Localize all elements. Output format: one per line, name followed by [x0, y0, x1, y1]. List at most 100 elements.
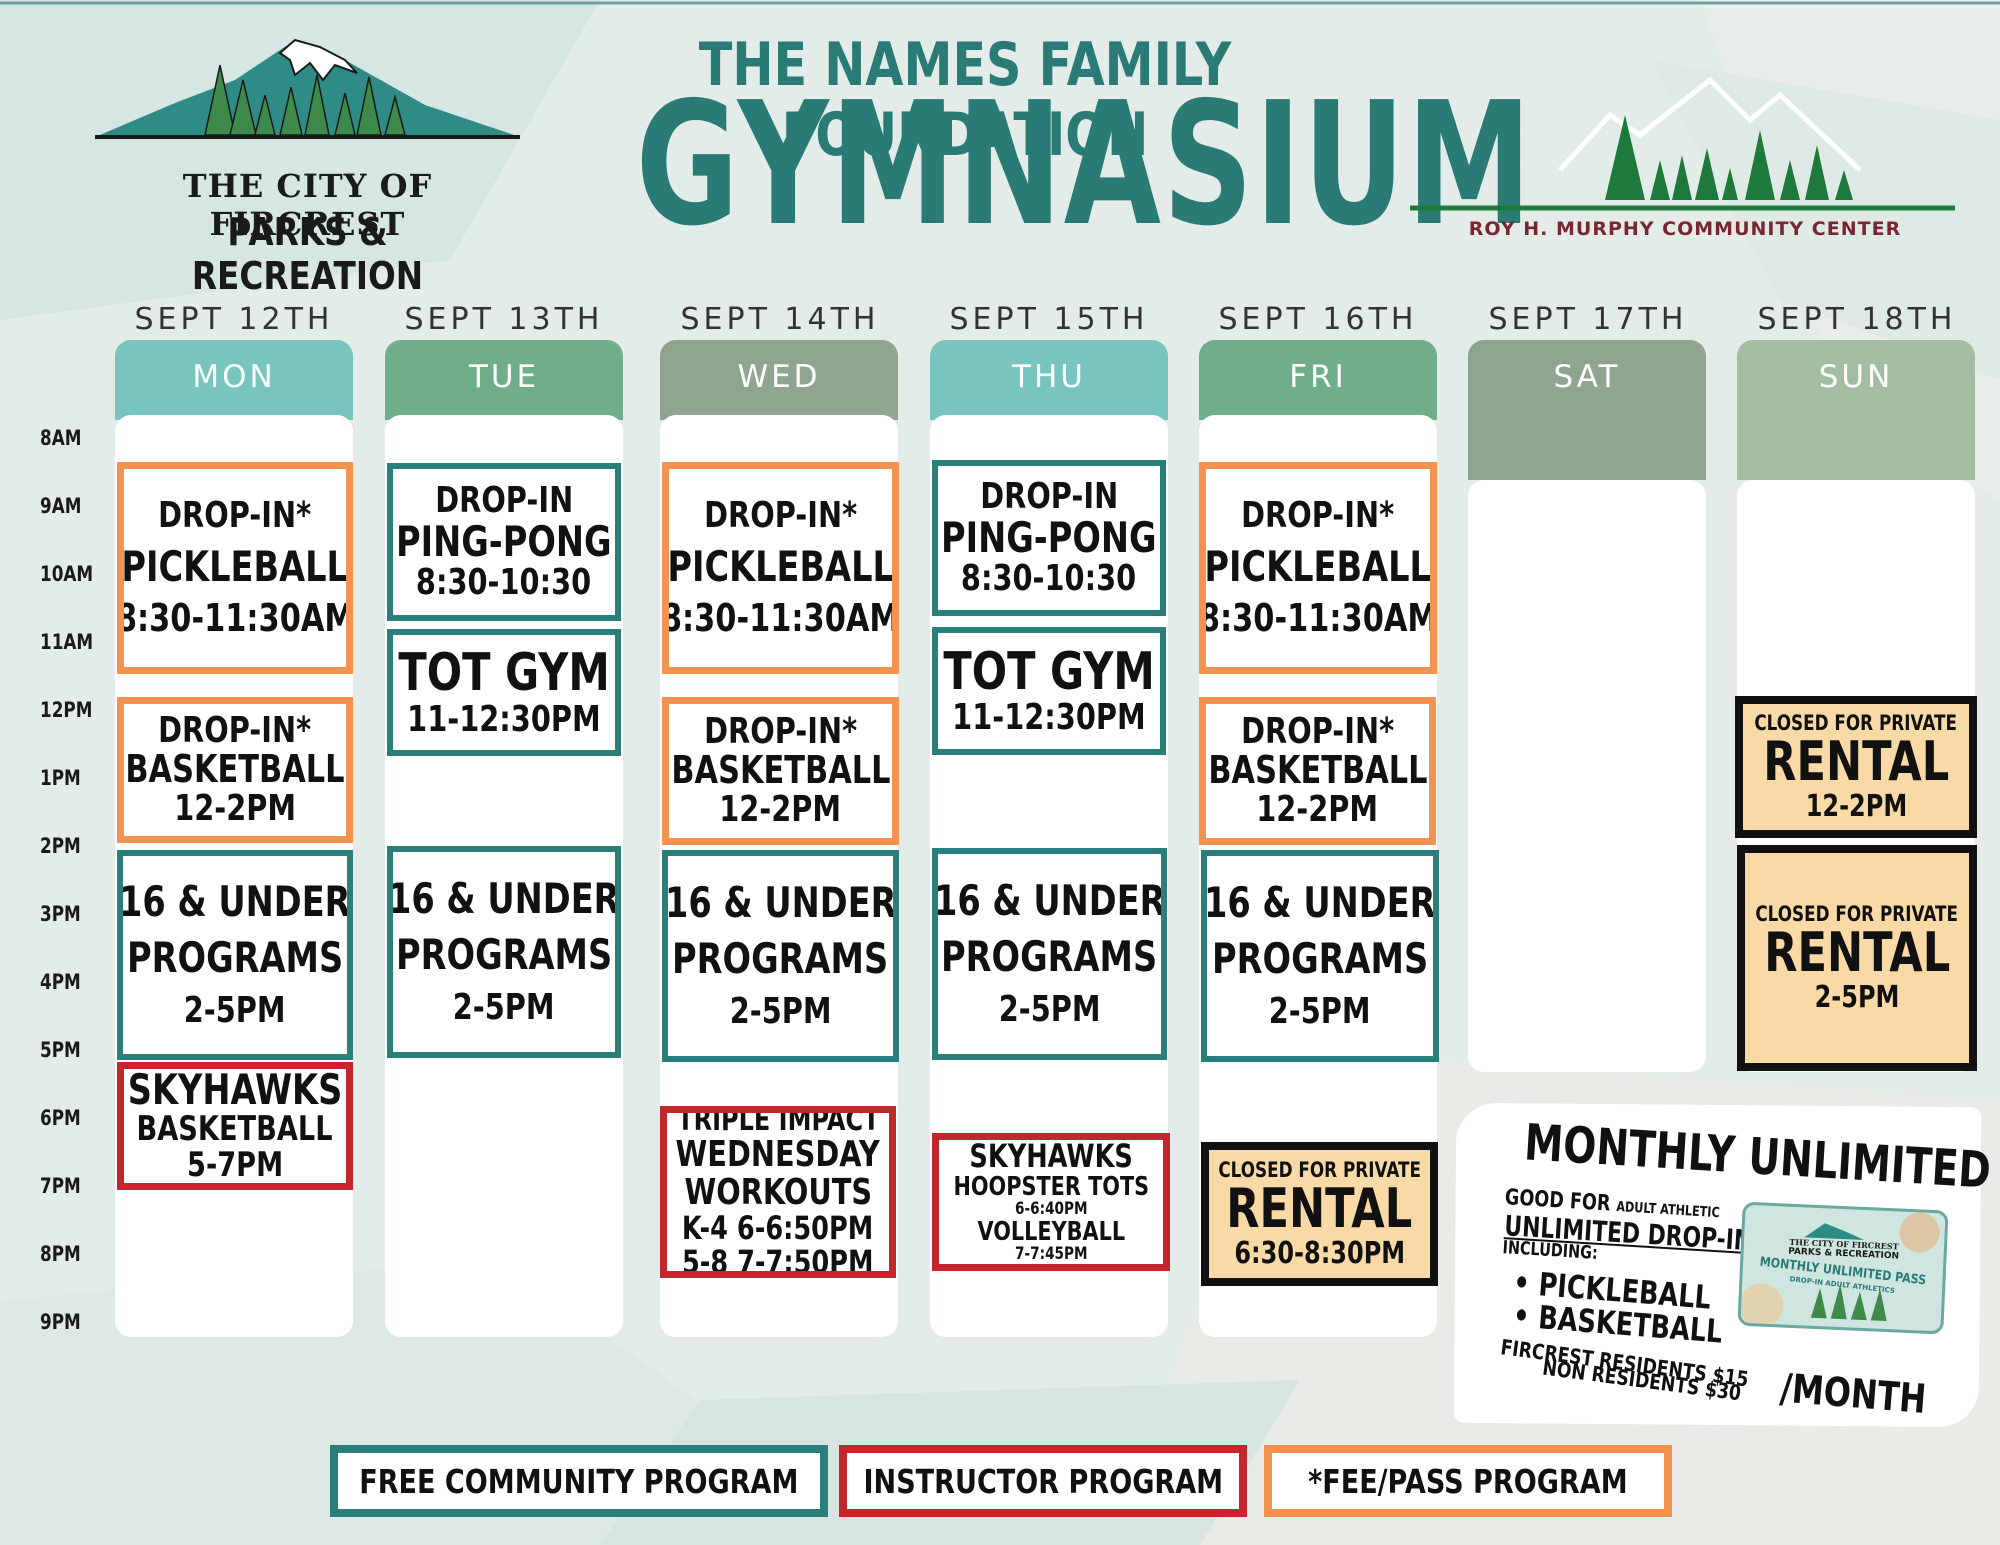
event-mon-basketball: DROP-IN* BASKETBALL 12-2PM — [117, 697, 353, 843]
date-thu: SEPT 15TH — [949, 302, 1149, 337]
event-line: PROGRAMS — [395, 930, 613, 980]
time-label: 5PM — [40, 1038, 81, 1062]
event-line: PICKLEBALL — [121, 541, 349, 591]
fircrest-parks-logo: THE CITY OF FIRCREST PARKS & RECREATION — [95, 25, 520, 298]
event-sun-rental-1: CLOSED FOR PRIVATE RENTAL 12-2PM — [1735, 696, 1977, 838]
event-mon-skyhawks: SKYHAWKS BASKETBALL 5-7PM — [117, 1062, 353, 1190]
monthly-title: MONTHLY UNLIMITED — [1522, 1113, 1993, 1200]
event-line: PICKLEBALL — [667, 541, 894, 591]
event-line: BASKETBALL — [136, 1109, 334, 1150]
legend-label: INSTRUCTOR PROGRAM — [863, 1461, 1223, 1501]
event-line: DROP-IN* — [704, 711, 857, 753]
community-center-name: ROY H. MURPHY COMMUNITY CENTER — [1468, 218, 1902, 240]
logo-city-name: THE CITY OF FIRCREST — [182, 167, 433, 243]
event-line: PING-PONG — [941, 512, 1157, 562]
event-line: 11-12:30PM — [952, 697, 1146, 739]
event-sun-rental-2: CLOSED FOR PRIVATE RENTAL 2-5PM — [1737, 845, 1977, 1071]
event-wed-basketball: DROP-IN* BASKETBALL 12-2PM — [662, 697, 899, 845]
event-line: 8:30-11:30AM — [1199, 596, 1437, 640]
event-line: DROP-IN* — [704, 495, 857, 537]
event-line: 8:30-10:30 — [416, 562, 592, 604]
event-thu-16-under: 16 & UNDER PROGRAMS 2-5PM — [932, 848, 1167, 1060]
event-line: 8:30-10:30 — [961, 558, 1137, 600]
day-header-wed: WED — [660, 340, 898, 420]
time-label: 8PM — [40, 1242, 81, 1266]
event-line: RENTAL — [1763, 729, 1950, 793]
time-label: 9AM — [40, 494, 82, 518]
time-label: 2PM — [40, 834, 81, 858]
event-line: DROP-IN* — [1241, 495, 1395, 537]
community-center-logo: ROY H. MURPHY COMMUNITY CENTER — [1410, 60, 1960, 250]
event-line: PROGRAMS — [941, 932, 1158, 982]
event-line: CLOSED FOR PRIVATE — [1754, 710, 1958, 735]
event-mon-pickleball: DROP-IN* PICKLEBALL 8:30-11:30AM — [117, 462, 353, 674]
time-label: 12PM — [40, 698, 93, 722]
day-header-sun: SUN — [1737, 340, 1975, 480]
event-line: HOOPSTER TOTS — [953, 1171, 1149, 1202]
event-line: 12-2PM — [719, 788, 842, 830]
event-line: DROP-IN — [435, 480, 573, 522]
event-line: DROP-IN* — [1241, 711, 1394, 753]
time-label: 9PM — [40, 1310, 81, 1334]
monthly-unlimited-card: MONTHLY UNLIMITED GOOD FOR ADULT ATHLETI… — [1453, 1102, 1993, 1428]
event-line: PROGRAMS — [672, 934, 889, 984]
event-line: WORKOUTS — [684, 1172, 872, 1214]
event-fri-rental: CLOSED FOR PRIVATE RENTAL 6:30-8:30PM — [1201, 1142, 1438, 1286]
event-line: PROGRAMS — [1211, 934, 1429, 984]
monthly-including: INCLUDING: — [1501, 1237, 1599, 1264]
event-line: 12-2PM — [174, 787, 296, 829]
event-line: PROGRAMS — [126, 933, 344, 983]
event-line: K-4 6-6:50PM — [682, 1208, 874, 1247]
event-line: PICKLEBALL — [1204, 541, 1432, 591]
event-line: RENTAL — [1764, 920, 1951, 984]
event-mon-16-under: 16 & UNDER PROGRAMS 2-5PM — [117, 850, 353, 1060]
event-line: 8:30-11:30AM — [117, 596, 353, 640]
event-line: 16 & UNDER — [388, 874, 620, 923]
date-mon: SEPT 12TH — [134, 302, 334, 337]
event-line: WEDNESDAY — [675, 1134, 881, 1176]
event-thu-tot-gym: TOT GYM 11-12:30PM — [932, 627, 1166, 755]
date-sun: SEPT 18TH — [1757, 302, 1957, 337]
day-header-thu: THU — [930, 340, 1168, 420]
event-line: SKYHAWKS — [127, 1065, 343, 1115]
time-label: 4PM — [40, 970, 81, 994]
legend-label: FREE COMMUNITY PROGRAM — [359, 1461, 799, 1501]
event-wed-pickleball: DROP-IN* PICKLEBALL 8:30-11:30AM — [662, 462, 899, 674]
event-line: 2-5PM — [1814, 979, 1900, 1015]
event-line: 2-5PM — [184, 990, 286, 1032]
event-line: BASKETBALL — [1207, 748, 1428, 793]
event-line: 2-5PM — [1269, 991, 1371, 1033]
time-label: 3PM — [40, 902, 81, 926]
day-header-mon: MON — [115, 340, 353, 420]
event-line: SKYHAWKS — [969, 1137, 1133, 1176]
event-line: 5-8 7-7:50PM — [682, 1242, 874, 1278]
event-fri-16-under: 16 & UNDER PROGRAMS 2-5PM — [1201, 850, 1439, 1062]
event-line: 16 & UNDER — [664, 878, 897, 927]
legend-instructor: INSTRUCTOR PROGRAM — [839, 1445, 1247, 1517]
event-line: DROP-IN* — [158, 710, 312, 752]
event-line: 5-7PM — [186, 1145, 284, 1186]
event-wed-triple-impact: TRIPLE IMPACT WEDNESDAY WORKOUTS K-4 6-6… — [660, 1106, 896, 1278]
event-line: BASKETBALL — [670, 748, 891, 793]
event-wed-16-under: 16 & UNDER PROGRAMS 2-5PM — [662, 850, 899, 1062]
event-line: 16 & UNDER — [933, 876, 1166, 925]
event-thu-ping-pong: DROP-IN PING-PONG 8:30-10:30 — [932, 460, 1166, 616]
event-line: CLOSED FOR PRIVATE — [1755, 901, 1959, 926]
date-sat: SEPT 17TH — [1488, 302, 1688, 337]
event-line: 12-2PM — [1256, 788, 1379, 830]
event-line: VOLLEYBALL — [977, 1216, 1125, 1247]
event-tue-tot-gym: TOT GYM 11-12:30PM — [387, 629, 621, 756]
day-header-tue: TUE — [385, 340, 623, 420]
event-tue-ping-pong: DROP-IN PING-PONG 8:30-10:30 — [387, 463, 621, 621]
monthly-per-month: /MONTH — [1778, 1365, 1928, 1423]
event-line: DROP-IN — [980, 476, 1118, 518]
event-line: 12-2PM — [1805, 788, 1907, 824]
event-line: 2-5PM — [453, 987, 555, 1029]
title-gymnasium: GYMNASIUM — [635, 66, 1534, 264]
event-line: TOT GYM — [943, 641, 1155, 702]
day-header-fri: FRI — [1199, 340, 1437, 420]
event-line: RENTAL — [1226, 1176, 1413, 1240]
event-line: TRIPLE IMPACT — [676, 1106, 880, 1138]
day-header-sat: SAT — [1468, 340, 1706, 480]
time-label: 7PM — [40, 1174, 81, 1198]
